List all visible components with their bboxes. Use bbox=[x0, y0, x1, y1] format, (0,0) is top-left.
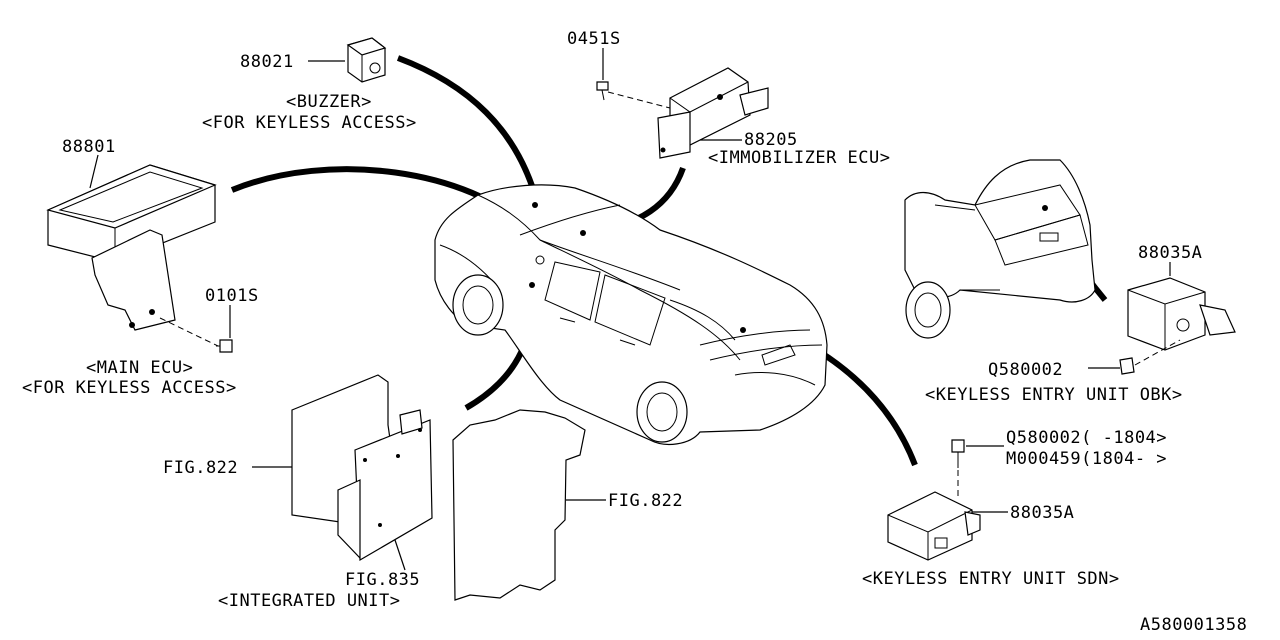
fig822-right-label[interactable]: FIG.822 bbox=[608, 491, 683, 511]
bolt-0101s[interactable] bbox=[216, 339, 233, 353]
main-ecu-note: <FOR KEYLESS ACCESS> bbox=[22, 378, 237, 398]
bolt-q580002-obk[interactable] bbox=[1119, 357, 1135, 375]
keyless-unit-sdn-part-number[interactable]: 88035A bbox=[1010, 503, 1074, 523]
immobilizer-part-number[interactable]: 88205 bbox=[744, 130, 798, 150]
integrated-unit-part[interactable] bbox=[337, 409, 433, 562]
keyless-unit-obk-part[interactable] bbox=[1127, 277, 1236, 351]
bolt-q580002-sdn-label[interactable]: Q580002( -1804> bbox=[1006, 428, 1167, 448]
bolt-0101s-label[interactable]: 0101S bbox=[205, 286, 259, 306]
buzzer-label: <BUZZER> bbox=[286, 92, 372, 112]
junction-panel-part[interactable] bbox=[452, 409, 586, 601]
sedan-illustration bbox=[434, 184, 828, 446]
main-ecu-part-number[interactable]: 88801 bbox=[62, 137, 116, 157]
buzzer-part-number[interactable]: 88021 bbox=[240, 52, 294, 72]
immobilizer-ecu-part[interactable] bbox=[657, 67, 769, 159]
bolt-m000459-sdn-label[interactable]: M000459(1804- > bbox=[1006, 449, 1167, 469]
bolt-0451s-label[interactable]: 0451S bbox=[567, 29, 621, 49]
bolt-q580002-obk-label[interactable]: Q580002 bbox=[988, 360, 1063, 380]
fig835-label[interactable]: FIG.835 bbox=[345, 570, 420, 590]
fig822-left-label[interactable]: FIG.822 bbox=[163, 458, 238, 478]
keyless-unit-obk-part-number[interactable]: 88035A bbox=[1138, 243, 1202, 263]
buzzer-note: <FOR KEYLESS ACCESS> bbox=[202, 113, 417, 133]
main-ecu-part[interactable] bbox=[46, 164, 217, 331]
keyless-unit-obk-label: <KEYLESS ENTRY UNIT OBK> bbox=[925, 385, 1183, 405]
wagon-illustration bbox=[904, 159, 1096, 339]
keyless-unit-sdn-label: <KEYLESS ENTRY UNIT SDN> bbox=[862, 569, 1120, 589]
keyless-unit-sdn-part[interactable] bbox=[887, 491, 981, 561]
bolt-q580002-sdn[interactable] bbox=[951, 439, 965, 468]
diagram-id: A580001358 bbox=[1140, 615, 1247, 635]
immobilizer-label: <IMMOBILIZER ECU> bbox=[708, 148, 891, 168]
integrated-unit-label: <INTEGRATED UNIT> bbox=[218, 591, 401, 611]
bolt-0451s[interactable] bbox=[596, 81, 609, 101]
main-ecu-label: <MAIN ECU> bbox=[86, 358, 193, 378]
buzzer-part[interactable] bbox=[346, 37, 387, 83]
